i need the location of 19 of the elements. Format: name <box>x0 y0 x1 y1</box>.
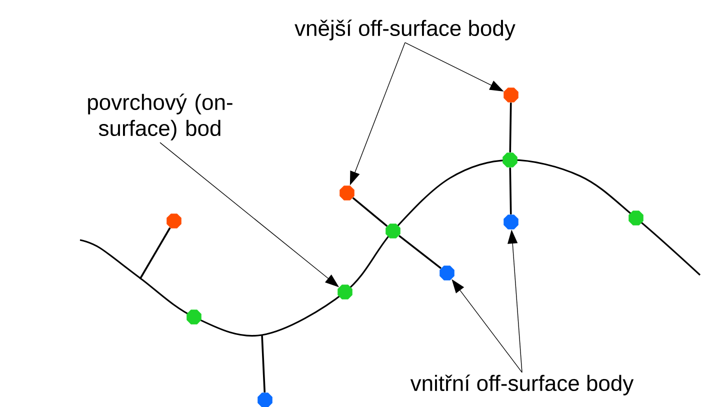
point-marker <box>338 284 352 300</box>
callout-label: povrchový (on-surface) bod <box>88 94 232 140</box>
callout-label: vnitřní off-surface body <box>410 374 634 396</box>
point-marker <box>186 310 202 324</box>
normal-line <box>139 227 171 280</box>
point-marker <box>628 210 644 226</box>
point-marker <box>340 186 354 200</box>
point-marker <box>166 214 182 228</box>
point-marker <box>502 152 518 168</box>
normal-line <box>509 102 512 152</box>
normal-line <box>398 234 442 270</box>
normal-line <box>509 168 512 214</box>
point-marker <box>258 392 272 407</box>
normal-line <box>352 197 388 227</box>
point-marker <box>386 224 400 238</box>
callout-label: vnější off-surface body <box>294 20 516 40</box>
point-marker <box>504 88 518 102</box>
point-marker <box>440 266 454 280</box>
point-marker <box>504 214 518 230</box>
